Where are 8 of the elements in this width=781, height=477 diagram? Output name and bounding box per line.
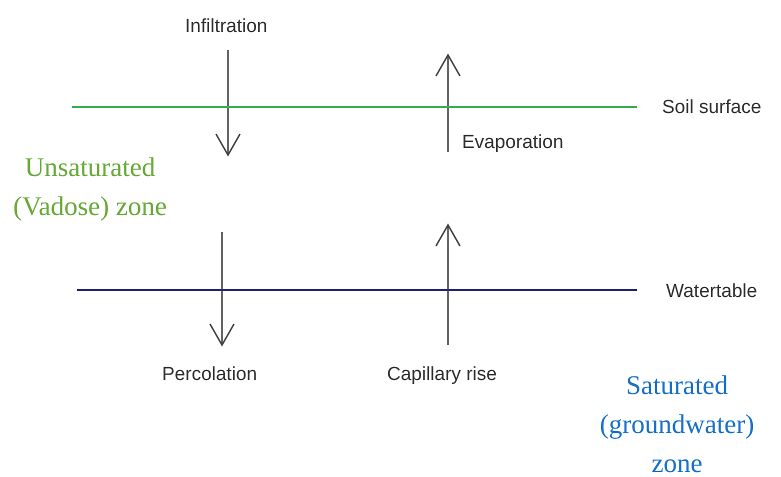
boundary-label: Soil surface xyxy=(662,97,762,119)
flow-label: Infiltration xyxy=(185,16,268,38)
flow-label: Evaporation xyxy=(462,132,564,154)
flow-label: Capillary rise xyxy=(387,364,497,386)
flow-label: Percolation xyxy=(162,364,258,386)
boundary-label: Watertable xyxy=(666,281,758,303)
zone-label: Unsaturated (Vadose) zone xyxy=(12,151,168,223)
zone-label: Saturated (groundwater) zone xyxy=(598,369,756,477)
